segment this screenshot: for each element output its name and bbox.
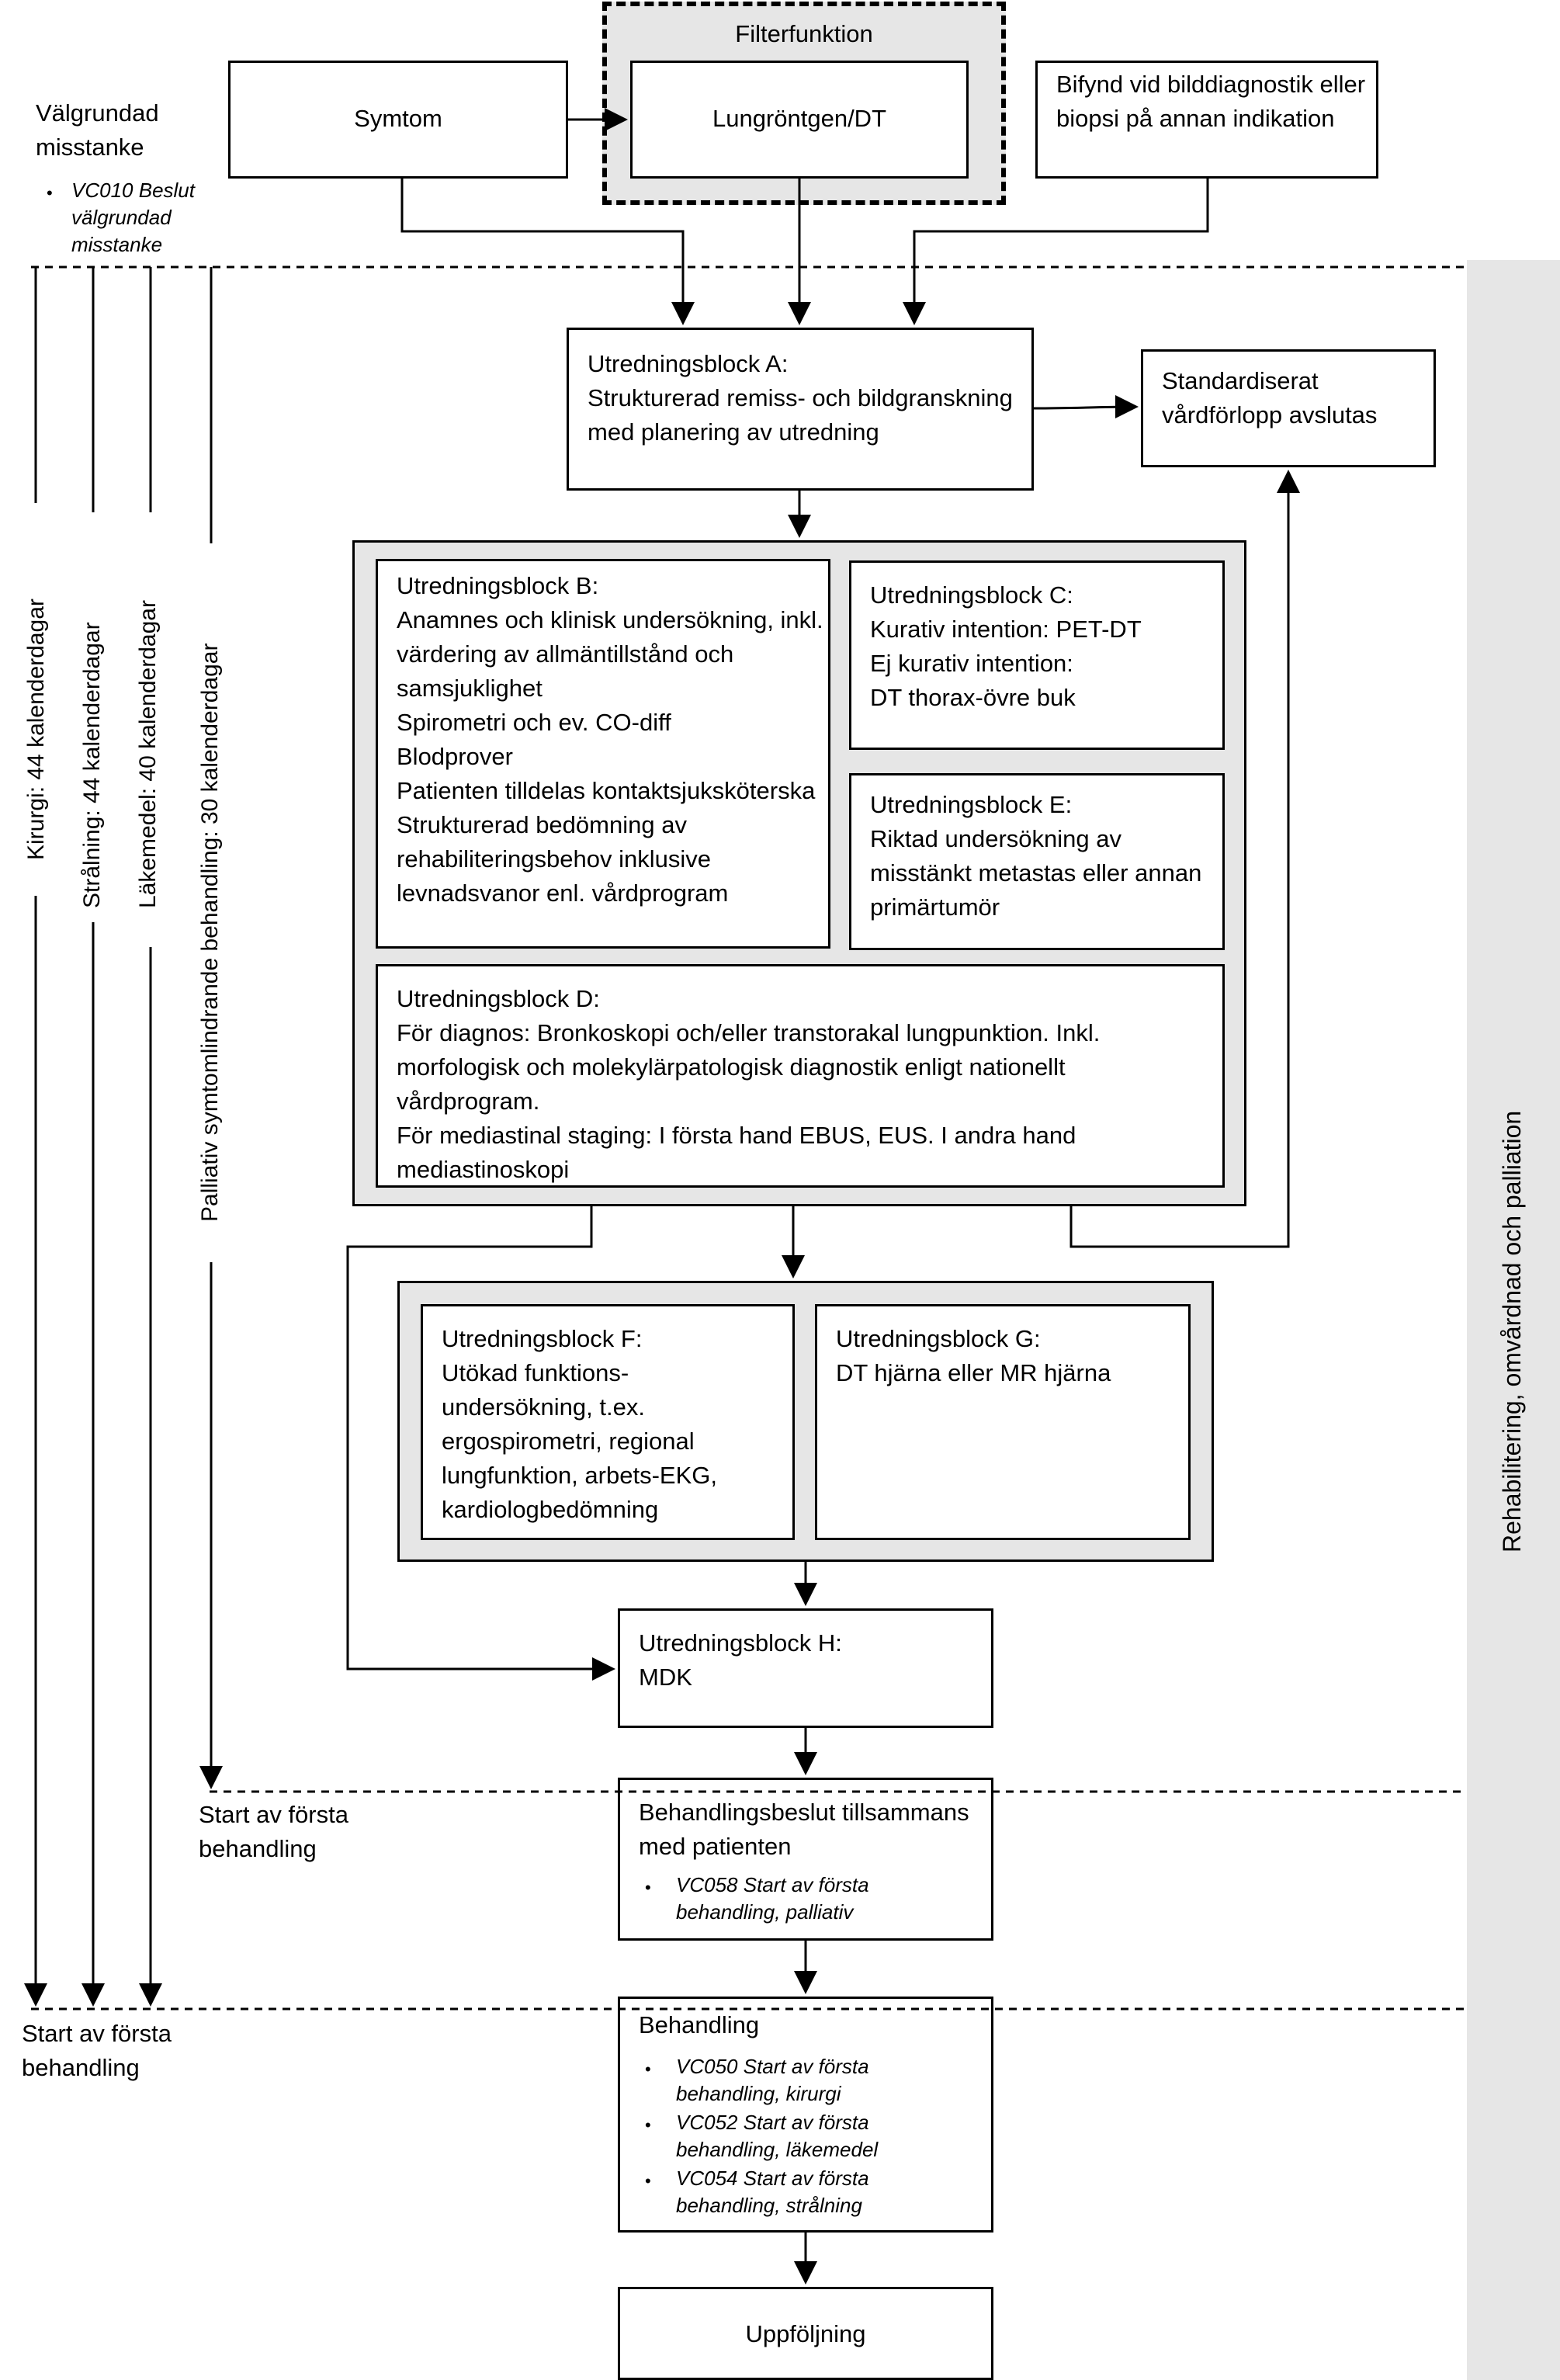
block-b-text: Utredningsblock B: Anamnes och klinisk u… <box>397 572 823 907</box>
bullet: • <box>645 2059 651 2079</box>
block-h-text: Utredningsblock H: MDK <box>639 1629 842 1691</box>
behandling-title: Behandling <box>639 2011 760 2038</box>
arrow-bifynd-a <box>903 179 1209 325</box>
block-d: Utredningsblock D: För diagnos: Bronkosk… <box>376 964 1225 1188</box>
bullet: • <box>645 2171 651 2191</box>
block-e-text: Utredningsblock E: Riktad undersökning a… <box>870 791 1202 921</box>
bifynd-box: Bifynd vid bilddiagnostik eller biopsi p… <box>1035 61 1378 179</box>
bullet: • <box>645 1878 651 1897</box>
arrow-a-standard <box>1033 395 1139 419</box>
block-h: Utredningsblock H: MDK <box>618 1608 993 1728</box>
block-f-text: Utredningsblock F: Utökad funktions- und… <box>442 1325 717 1523</box>
lungrontgen-box: Lungröntgen/DT <box>630 61 969 179</box>
block-c-text: Utredningsblock C: Kurativ intention: PE… <box>870 581 1142 711</box>
arrow-d-standard <box>1069 470 1300 1248</box>
standardiserat-box: Standardiserat vårdförlopp avslutas <box>1141 349 1436 467</box>
arrow-d-h <box>346 1206 615 1681</box>
bullet: • <box>47 183 53 203</box>
block-b: Utredningsblock B: Anamnes och klinisk u… <box>376 559 830 949</box>
vc050-item: VC050 Start av första behandling, kirurg… <box>676 2055 869 2105</box>
uppfoljning-box: Uppföljning <box>618 2287 993 2380</box>
block-a: Utredningsblock A: Strukturerad remiss- … <box>567 328 1034 491</box>
symtom-label: Symtom <box>354 105 442 132</box>
start-forsta-label: Start av första behandling <box>22 2020 172 2081</box>
behandlingsbeslut-box: Behandlingsbeslut tillsammans med patien… <box>618 1778 993 1941</box>
standardiserat-label: Standardiserat vårdförlopp avslutas <box>1162 367 1378 428</box>
filter-function-label: Filterfunktion <box>735 20 873 47</box>
bullet: • <box>645 2115 651 2135</box>
arrow-symtom-a <box>400 179 695 325</box>
block-d-text: Utredningsblock D: För diagnos: Bronkosk… <box>397 985 1101 1183</box>
start-palliativ-label: Start av första behandling <box>199 1801 348 1862</box>
behandlingsbeslut-title: Behandlingsbeslut tillsammans med patien… <box>639 1799 969 1860</box>
block-a-text: Utredningsblock A: Strukturerad remiss- … <box>588 350 1013 446</box>
vc058-item: VC058 Start av första behandling, pallia… <box>676 1873 869 1924</box>
block-e: Utredningsblock E: Riktad undersökning a… <box>849 773 1225 950</box>
bifynd-label: Bifynd vid bilddiagnostik eller biopsi p… <box>1056 71 1366 132</box>
rehab-side-bar <box>1467 260 1560 2380</box>
behandling-box: Behandling • VC050 Start av första behan… <box>618 1997 993 2233</box>
uppfoljning-label: Uppföljning <box>745 2320 866 2347</box>
vc054-item: VC054 Start av första behandling, stråln… <box>676 2167 869 2217</box>
symtom-box: Symtom <box>228 61 568 179</box>
vc010-item: VC010 Beslut välgrundad misstanke <box>71 179 195 256</box>
valgrundad-misstanke-title: Välgrundad misstanke <box>36 99 159 161</box>
block-g: Utredningsblock G: DT hjärna eller MR hj… <box>815 1304 1191 1540</box>
block-c: Utredningsblock C: Kurativ intention: PE… <box>849 560 1225 750</box>
lungrontgen-label: Lungröntgen/DT <box>712 105 887 132</box>
block-g-text: Utredningsblock G: DT hjärna eller MR hj… <box>836 1325 1111 1386</box>
vc052-item: VC052 Start av första behandling, läkeme… <box>676 2111 879 2161</box>
block-f: Utredningsblock F: Utökad funktions- und… <box>421 1304 795 1540</box>
